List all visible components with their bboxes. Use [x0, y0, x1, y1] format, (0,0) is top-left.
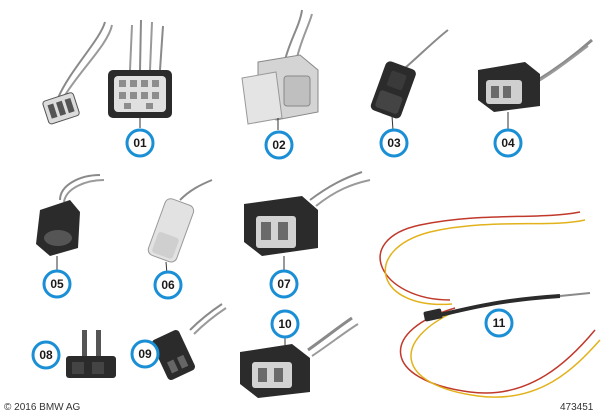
callout-04: 04 [493, 128, 523, 158]
part-09 [151, 303, 227, 380]
part-02 [241, 9, 319, 130]
callout-09: 09 [130, 339, 160, 369]
callout-06: 06 [153, 270, 183, 300]
callout-label: 10 [278, 317, 292, 331]
part-11 [379, 211, 601, 398]
callout-11: 11 [484, 308, 514, 338]
copyright-text: © 2016 BMW AG [4, 402, 81, 413]
part-04 [478, 38, 593, 130]
callout-label: 04 [501, 136, 515, 150]
callout-label: 08 [39, 348, 53, 362]
image-number: 473451 [560, 402, 594, 413]
callout-07: 07 [269, 269, 299, 299]
callout-label: 06 [161, 278, 175, 292]
callout-label: 09 [138, 347, 152, 361]
part-07 [244, 171, 371, 272]
part-10 [240, 316, 359, 398]
callout-01: 01 [125, 128, 155, 158]
callout-08: 08 [31, 340, 61, 370]
callout-02: 02 [264, 130, 294, 160]
callout-10: 10 [270, 309, 300, 339]
callout-label: 03 [387, 136, 401, 150]
part-05 [36, 174, 105, 272]
callout-label: 01 [133, 136, 147, 150]
part-06 [147, 179, 213, 275]
callout-label: 05 [50, 277, 64, 291]
part-03 [370, 29, 449, 131]
callout-label: 11 [493, 316, 506, 330]
callout-05: 05 [42, 269, 72, 299]
callout-label: 07 [277, 277, 291, 291]
part-01 [42, 19, 172, 128]
callout-label: 02 [272, 138, 286, 152]
part-08 [66, 330, 116, 378]
callout-03: 03 [379, 128, 409, 158]
